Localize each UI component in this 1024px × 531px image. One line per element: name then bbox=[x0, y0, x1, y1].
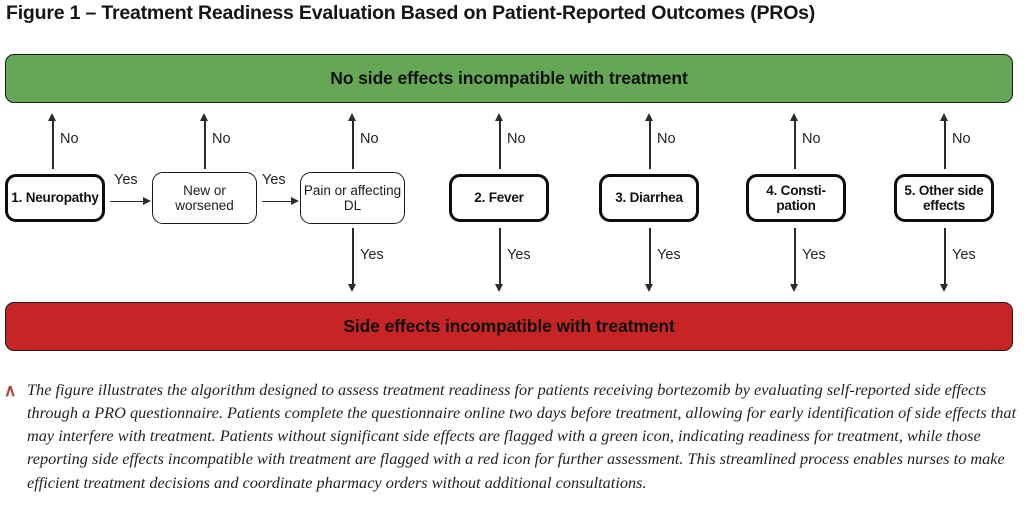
edge-label-yes-fever: Yes bbox=[507, 247, 531, 263]
edge-label-no-diarrhea: No bbox=[657, 131, 676, 147]
connector-line-new-worsened-to-pain-dl bbox=[262, 201, 292, 203]
connector-line-pain-dl-down bbox=[352, 228, 354, 284]
edge-label-no-neuropathy: No bbox=[60, 131, 79, 147]
edge-label-no-constipation: No bbox=[802, 131, 821, 147]
page-title: Figure 1 – Treatment Readiness Evaluatio… bbox=[6, 2, 816, 24]
connector-line-diarrhea-up bbox=[649, 121, 651, 169]
arrow-up-icon-fever bbox=[495, 113, 504, 121]
connector-line-other-up bbox=[944, 121, 946, 169]
arrow-down-icon-constipation bbox=[790, 284, 799, 292]
node-constipation[interactable]: 4. Consti-pation bbox=[746, 174, 846, 222]
connector-line-diarrhea-down bbox=[649, 228, 651, 284]
arrow-down-icon-diarrhea bbox=[645, 284, 654, 292]
outcome-banner-side-effects: Side effects incompatible with treatment bbox=[5, 302, 1013, 351]
arrow-down-icon-other bbox=[940, 284, 949, 292]
connector-line-constipation-down bbox=[794, 228, 796, 284]
edge-label-no-fever: No bbox=[507, 131, 526, 147]
edge-label-no-pain-dl: No bbox=[360, 131, 379, 147]
outcome-banner-no-side-effects: No side effects incompatible with treatm… bbox=[5, 54, 1013, 103]
connector-line-constipation-up bbox=[794, 121, 796, 169]
edge-label-yes-other: Yes bbox=[952, 247, 976, 263]
connector-line-neuropathy-to-new-worsened bbox=[110, 201, 144, 203]
connector-line-neuropathy-up bbox=[52, 121, 54, 169]
arrow-right-icon-neuropathy bbox=[143, 197, 151, 205]
arrow-up-icon-diarrhea bbox=[645, 113, 654, 121]
arrow-up-icon-neuropathy bbox=[48, 113, 57, 121]
connector-line-fever-up bbox=[499, 121, 501, 169]
node-new-or-worsened[interactable]: New or worsened bbox=[152, 172, 257, 224]
edge-label-yes-constipation: Yes bbox=[802, 247, 826, 263]
connector-line-pain-dl-up bbox=[352, 121, 354, 169]
arrow-down-icon-pain-dl bbox=[348, 284, 357, 292]
connector-line-other-down bbox=[944, 228, 946, 284]
edge-label-no-new-worsened: No bbox=[212, 131, 231, 147]
node-diarrhea[interactable]: 3. Diarrhea bbox=[599, 174, 699, 222]
caption-text: The figure illustrates the algorithm des… bbox=[27, 380, 1017, 492]
caret-up-icon: ∧ bbox=[4, 381, 17, 400]
arrow-right-icon-new-worsened bbox=[291, 197, 299, 205]
connector-line-new-worsened-up bbox=[204, 121, 206, 169]
arrow-up-icon-constipation bbox=[790, 113, 799, 121]
node-other-side-effects[interactable]: 5. Other side effects bbox=[894, 174, 994, 222]
edge-label-yes-neuropathy: Yes bbox=[114, 172, 138, 188]
node-pain-or-affecting-dl[interactable]: Pain or affecting DL bbox=[300, 172, 405, 224]
node-fever[interactable]: 2. Fever bbox=[449, 174, 549, 222]
edge-label-yes-diarrhea: Yes bbox=[657, 247, 681, 263]
edge-label-yes-pain-dl: Yes bbox=[360, 247, 384, 263]
arrow-up-icon-new-worsened bbox=[200, 113, 209, 121]
arrow-down-icon-fever bbox=[495, 284, 504, 292]
arrow-up-icon-other bbox=[940, 113, 949, 121]
arrow-up-icon-pain-dl bbox=[348, 113, 357, 121]
node-neuropathy[interactable]: 1. Neuropathy bbox=[5, 174, 105, 222]
edge-label-yes-new-worsened: Yes bbox=[262, 172, 286, 188]
figure-caption: ∧ The figure illustrates the algorithm d… bbox=[4, 378, 1020, 494]
edge-label-no-other: No bbox=[952, 131, 971, 147]
connector-line-fever-down bbox=[499, 228, 501, 284]
